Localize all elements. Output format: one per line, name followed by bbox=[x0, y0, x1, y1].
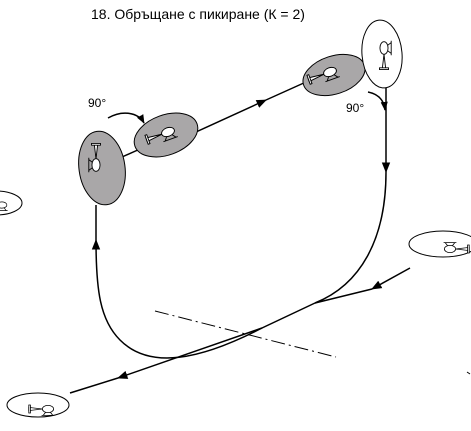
upper-flight-path-tail bbox=[265, 81, 307, 101]
diagram-title: 18. Обръщане с пикиране (К = 2) bbox=[91, 6, 305, 22]
upper-flight-path bbox=[195, 99, 267, 133]
rotor-disc-right-entry bbox=[408, 230, 471, 258]
rotor-disc-far-left bbox=[0, 190, 23, 216]
exit-flight-path-tail bbox=[69, 377, 119, 394]
rotation-label-right: 90° bbox=[346, 101, 364, 115]
rotation-arrow-icon bbox=[107, 112, 145, 124]
rotor-disc-left-vertical bbox=[78, 130, 126, 206]
bottom-loop-path bbox=[91, 238, 316, 359]
entry-flight-path bbox=[371, 267, 411, 290]
reference-dashdot-line bbox=[154, 310, 337, 358]
rotation-label-left: 90° bbox=[88, 96, 106, 110]
edge-mark bbox=[466, 371, 471, 375]
descent-curve bbox=[314, 171, 387, 304]
rotation-arrow-icon bbox=[367, 91, 388, 111]
exit-flight-path bbox=[117, 327, 263, 379]
rotor-disc-bottom-left bbox=[6, 392, 70, 418]
dive-recovery-path bbox=[314, 288, 373, 304]
